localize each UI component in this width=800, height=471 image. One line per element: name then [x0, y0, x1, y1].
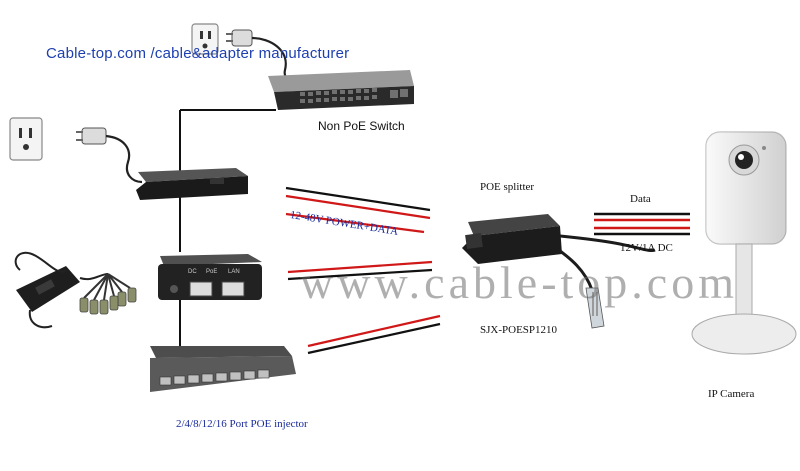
- injector-label: 2/4/8/12/16 Port POE injector: [176, 418, 308, 430]
- power-plug-left: [76, 127, 143, 184]
- power-adapter-with-cctv-splitter: [14, 251, 137, 329]
- port-label-poe: PoE: [206, 269, 218, 275]
- poe-splitter-device: [462, 214, 656, 329]
- wall-outlet-left: [9, 117, 43, 161]
- data-label: Data: [630, 193, 651, 205]
- header-title: Cable-top.com /cable&adapter manufacture…: [46, 45, 350, 62]
- non-poe-switch: [268, 70, 414, 110]
- ip-camera: [691, 131, 797, 355]
- poe-injector-multiport: [150, 346, 296, 392]
- poe-cable-pairs: [285, 186, 441, 355]
- watermark: www.cable-top.com: [300, 257, 738, 308]
- camera-cable-pairs: [594, 212, 690, 236]
- port-label-dc: DC: [188, 269, 197, 275]
- port-label-lan: LAN: [228, 269, 240, 275]
- splitter-model-label: SJX-POESP1210: [480, 324, 558, 336]
- splitter-label: POE splitter: [480, 181, 535, 193]
- wall-outlet-top: [191, 23, 219, 55]
- network-link-lines: [179, 109, 276, 346]
- camera-label: IP Camera: [708, 388, 755, 400]
- poe-injector-single: [136, 168, 248, 200]
- poe-injector-dual: [158, 254, 262, 300]
- dc-label: 12V/1A DC: [620, 242, 673, 254]
- switch-label: Non PoE Switch: [318, 119, 405, 133]
